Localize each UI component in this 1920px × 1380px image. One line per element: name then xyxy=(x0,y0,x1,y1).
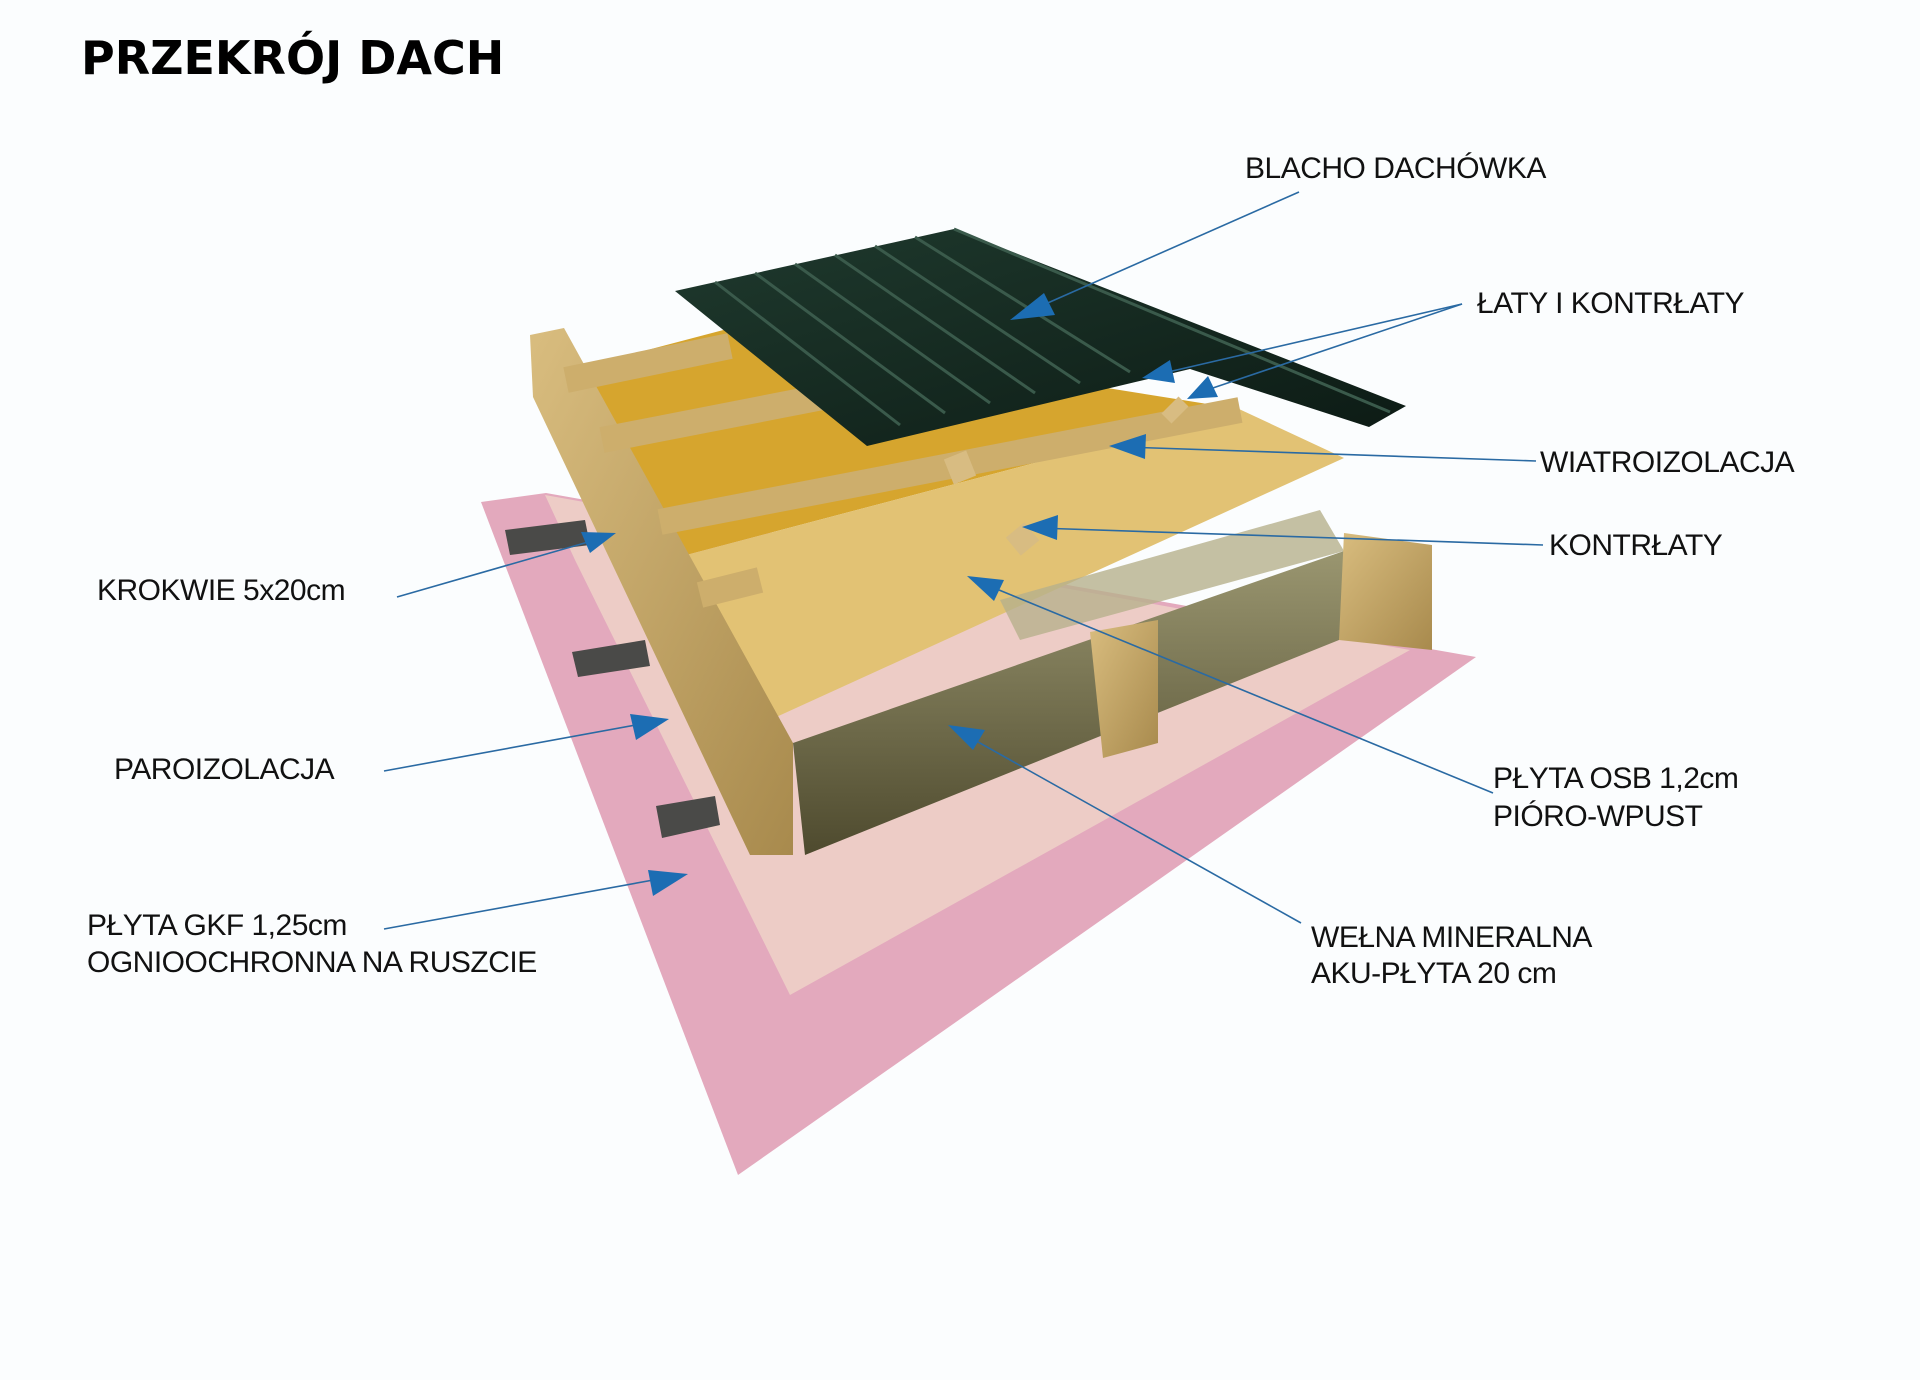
arrow-wool-icon xyxy=(948,725,985,750)
label-gkf-line2: OGNIOOCHRONNA NA RUSZCIE xyxy=(87,946,537,979)
arrow-wind-barrier-icon xyxy=(1109,434,1146,459)
label-wool-line1: WEŁNA MINERALNA xyxy=(1311,921,1592,954)
counter-battens xyxy=(943,396,1189,556)
page-title: PRZEKRÓJ DACH xyxy=(81,31,504,85)
arrow-roof-sheet-icon xyxy=(1010,293,1055,320)
roof-sheet-ridges xyxy=(714,227,1391,427)
arrowheads xyxy=(581,293,1218,896)
arrow-gkf-icon xyxy=(648,870,688,896)
label-wool-line2: AKU-PŁYTA 20 cm xyxy=(1311,957,1556,990)
label-wind-barrier: WIATROIZOLACJA xyxy=(1540,446,1795,479)
ceiling-grid-profiles xyxy=(505,520,720,838)
label-osb-line2: PIÓRO-WPUST xyxy=(1493,800,1703,833)
label-roof-sheet: BLACHO DACHÓWKA xyxy=(1245,152,1546,185)
arrow-osb-icon xyxy=(967,576,1004,601)
rafter-right xyxy=(1339,533,1432,650)
arrow-battens-icon xyxy=(1142,360,1175,383)
label-rafters: KROKWIE 5x20cm xyxy=(97,574,345,607)
osb-board xyxy=(675,409,1344,729)
leader-lines xyxy=(383,191,1544,930)
arrow-rafters-icon xyxy=(581,532,616,553)
rafter-middle xyxy=(1090,620,1158,758)
arrow-vapor-barrier-icon xyxy=(630,714,669,740)
mineral-wool xyxy=(793,551,1344,855)
label-gkf-line1: PŁYTA GKF 1,25cm xyxy=(87,909,347,942)
rafter-left xyxy=(530,328,793,855)
label-osb-line1: PŁYTA OSB 1,2cm xyxy=(1493,762,1738,795)
arrow-counter-battens-top-icon xyxy=(1187,376,1218,399)
arrow-counter-battens-icon xyxy=(1022,515,1058,540)
label-vapor-barrier: PAROIZOLACJA xyxy=(114,753,335,786)
label-counter-battens: KONTRŁATY xyxy=(1549,529,1723,562)
wool-top xyxy=(1000,510,1344,640)
label-battens: ŁATY I KONTRŁATY xyxy=(1477,287,1745,320)
